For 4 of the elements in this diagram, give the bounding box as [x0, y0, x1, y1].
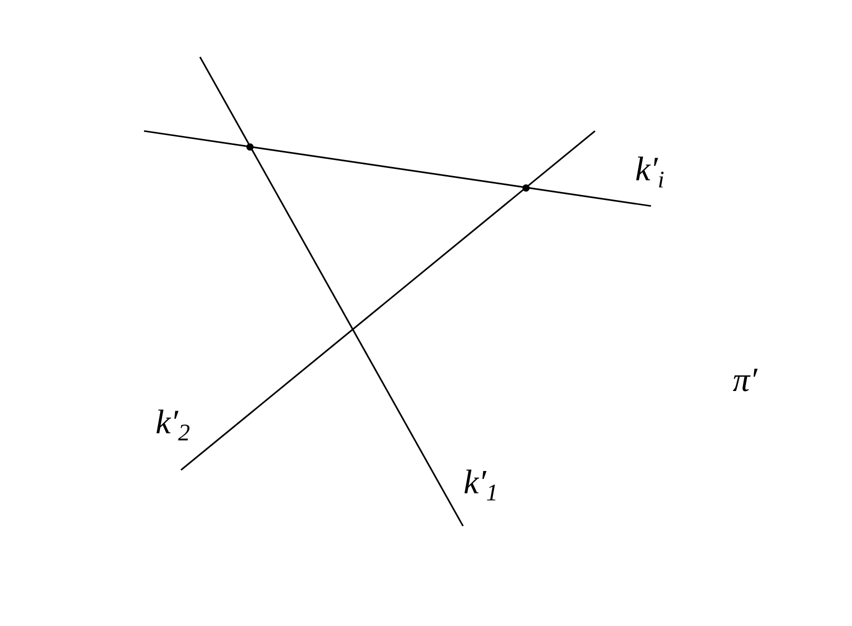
line-label: π′: [732, 368, 758, 392]
line-label: k′$_{2}$: [156, 410, 190, 440]
line-label: k′$_{i}$: [636, 156, 664, 188]
line-label: k′$_{1}$: [464, 470, 496, 500]
